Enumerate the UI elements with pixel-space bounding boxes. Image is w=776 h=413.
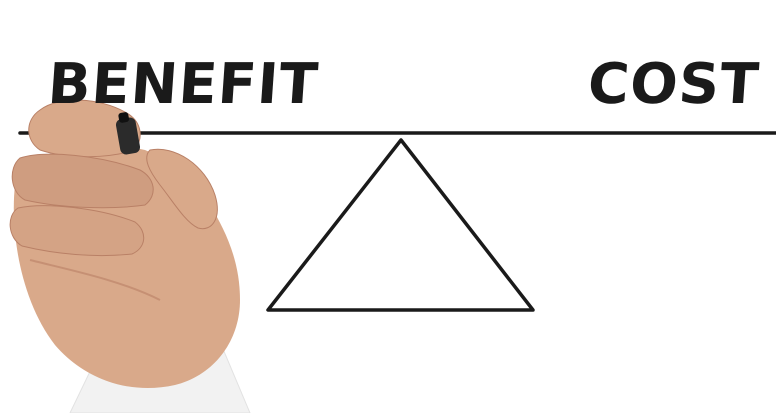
benefit-label: BENEFIT: [46, 50, 321, 120]
fulcrum-triangle: [268, 140, 533, 310]
cost-label: COST: [586, 50, 762, 120]
hand-with-marker: [10, 100, 250, 413]
